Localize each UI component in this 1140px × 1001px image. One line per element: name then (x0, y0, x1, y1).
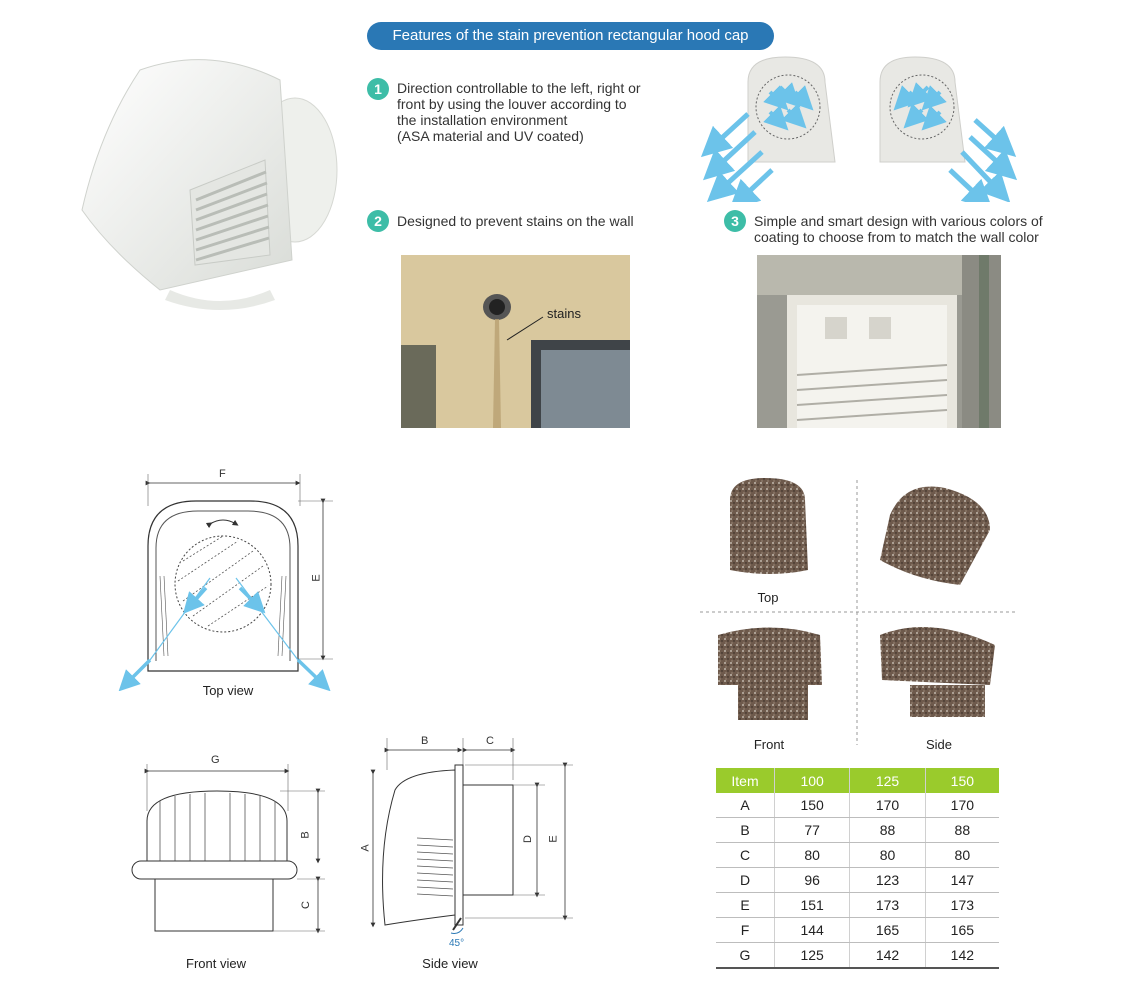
feature-1-text: Direction controllable to the left, righ… (397, 80, 641, 144)
spec-cell: D (716, 867, 775, 893)
side-dim-label-b: B (421, 735, 429, 747)
right-airflow-arrows (948, 118, 1018, 202)
product-top-label: Top (757, 590, 779, 605)
spec-cell: 150 (773, 793, 850, 818)
spec-cell: G (716, 942, 775, 969)
spec-header-cell: 150 (924, 768, 999, 793)
feature-3-line: Simple and smart design with various col… (754, 213, 1043, 229)
dim-label-e: E (310, 574, 323, 582)
granite-product-photos (700, 478, 1015, 745)
spec-header-cell: Item (716, 768, 775, 793)
spec-cell: 151 (773, 892, 850, 918)
spec-cell: 80 (924, 842, 999, 868)
spec-cell: 142 (849, 942, 926, 969)
spec-cell: 144 (773, 917, 850, 943)
spec-cell: 88 (924, 817, 999, 843)
front-view-diagram (131, 764, 325, 934)
product-side-label: Side (925, 737, 953, 752)
spec-cell: 147 (924, 867, 999, 893)
feature-2-text: Designed to prevent stains on the wall (397, 213, 634, 229)
spec-header-cell: 100 (773, 768, 850, 793)
spec-cell: 123 (849, 867, 926, 893)
dim-label-g: G (211, 754, 220, 766)
spec-cell: 165 (849, 917, 926, 943)
stains-annotation: stains (547, 306, 581, 321)
feature-1-line: Direction controllable to the left, righ… (397, 80, 641, 96)
spec-cell: 165 (924, 917, 999, 943)
side-view-diagram (370, 738, 573, 934)
side-view-label: Side view (422, 956, 478, 971)
spec-cell: 173 (849, 892, 926, 918)
feature-number-badge: 1 (367, 78, 389, 100)
feature-2-line: Designed to prevent stains on the wall (397, 213, 634, 229)
dim-label-b: B (299, 831, 312, 839)
spec-cell: 80 (773, 842, 850, 868)
spec-cell: F (716, 917, 775, 943)
hood-left-illustration (747, 56, 836, 163)
spec-cell: A (716, 793, 775, 818)
side-angle-label: 45° (449, 938, 465, 949)
top-view-label: Top view (202, 683, 254, 698)
side-dim-label-d: D (521, 835, 534, 843)
feature-number-badge: 2 (367, 210, 389, 232)
hood-cap-product-image (81, 59, 338, 310)
side-dim-label-c: C (486, 735, 494, 747)
feature-number-badge: 3 (724, 210, 746, 232)
dim-label-c: C (299, 901, 312, 909)
spec-cell: B (716, 817, 775, 843)
side-dim-label-e: E (547, 835, 560, 843)
front-view-label: Front view (186, 956, 246, 971)
feature-1-line: front by using the louver according to (397, 96, 627, 112)
side-dim-label-a: A (359, 844, 372, 852)
spec-cell: 80 (849, 842, 926, 868)
left-airflow-arrows (700, 112, 774, 202)
spec-cell: 125 (773, 942, 850, 969)
dim-label-f: F (219, 468, 226, 480)
spec-cell: E (716, 892, 775, 918)
feature-1-line: (ASA material and UV coated) (397, 128, 584, 144)
product-front-label: Front (753, 737, 785, 752)
building-wall-photo (757, 255, 1001, 428)
spec-cell: 77 (773, 817, 850, 843)
spec-header-cell: 125 (849, 768, 926, 793)
spec-cell: 173 (924, 892, 999, 918)
feature-3-text: Simple and smart design with various col… (754, 213, 1043, 245)
spec-cell: 142 (924, 942, 999, 969)
spec-cell: C (716, 842, 775, 868)
spec-table-header-row: Item 100 125 150 (716, 768, 999, 793)
spec-cell: 96 (773, 867, 850, 893)
feature-1-line: the installation environment (397, 112, 568, 128)
louver-direction-illustration (700, 56, 1018, 202)
feature-3-line: coating to choose from to match the wall… (754, 229, 1039, 245)
hood-right-illustration (879, 56, 966, 163)
top-view-diagram (118, 474, 333, 691)
spec-cell: 170 (849, 793, 926, 818)
wall-stain-photo (401, 255, 630, 428)
features-banner: Features of the stain prevention rectang… (367, 22, 774, 50)
spec-cell: 88 (849, 817, 926, 843)
spec-cell: 170 (924, 793, 999, 818)
